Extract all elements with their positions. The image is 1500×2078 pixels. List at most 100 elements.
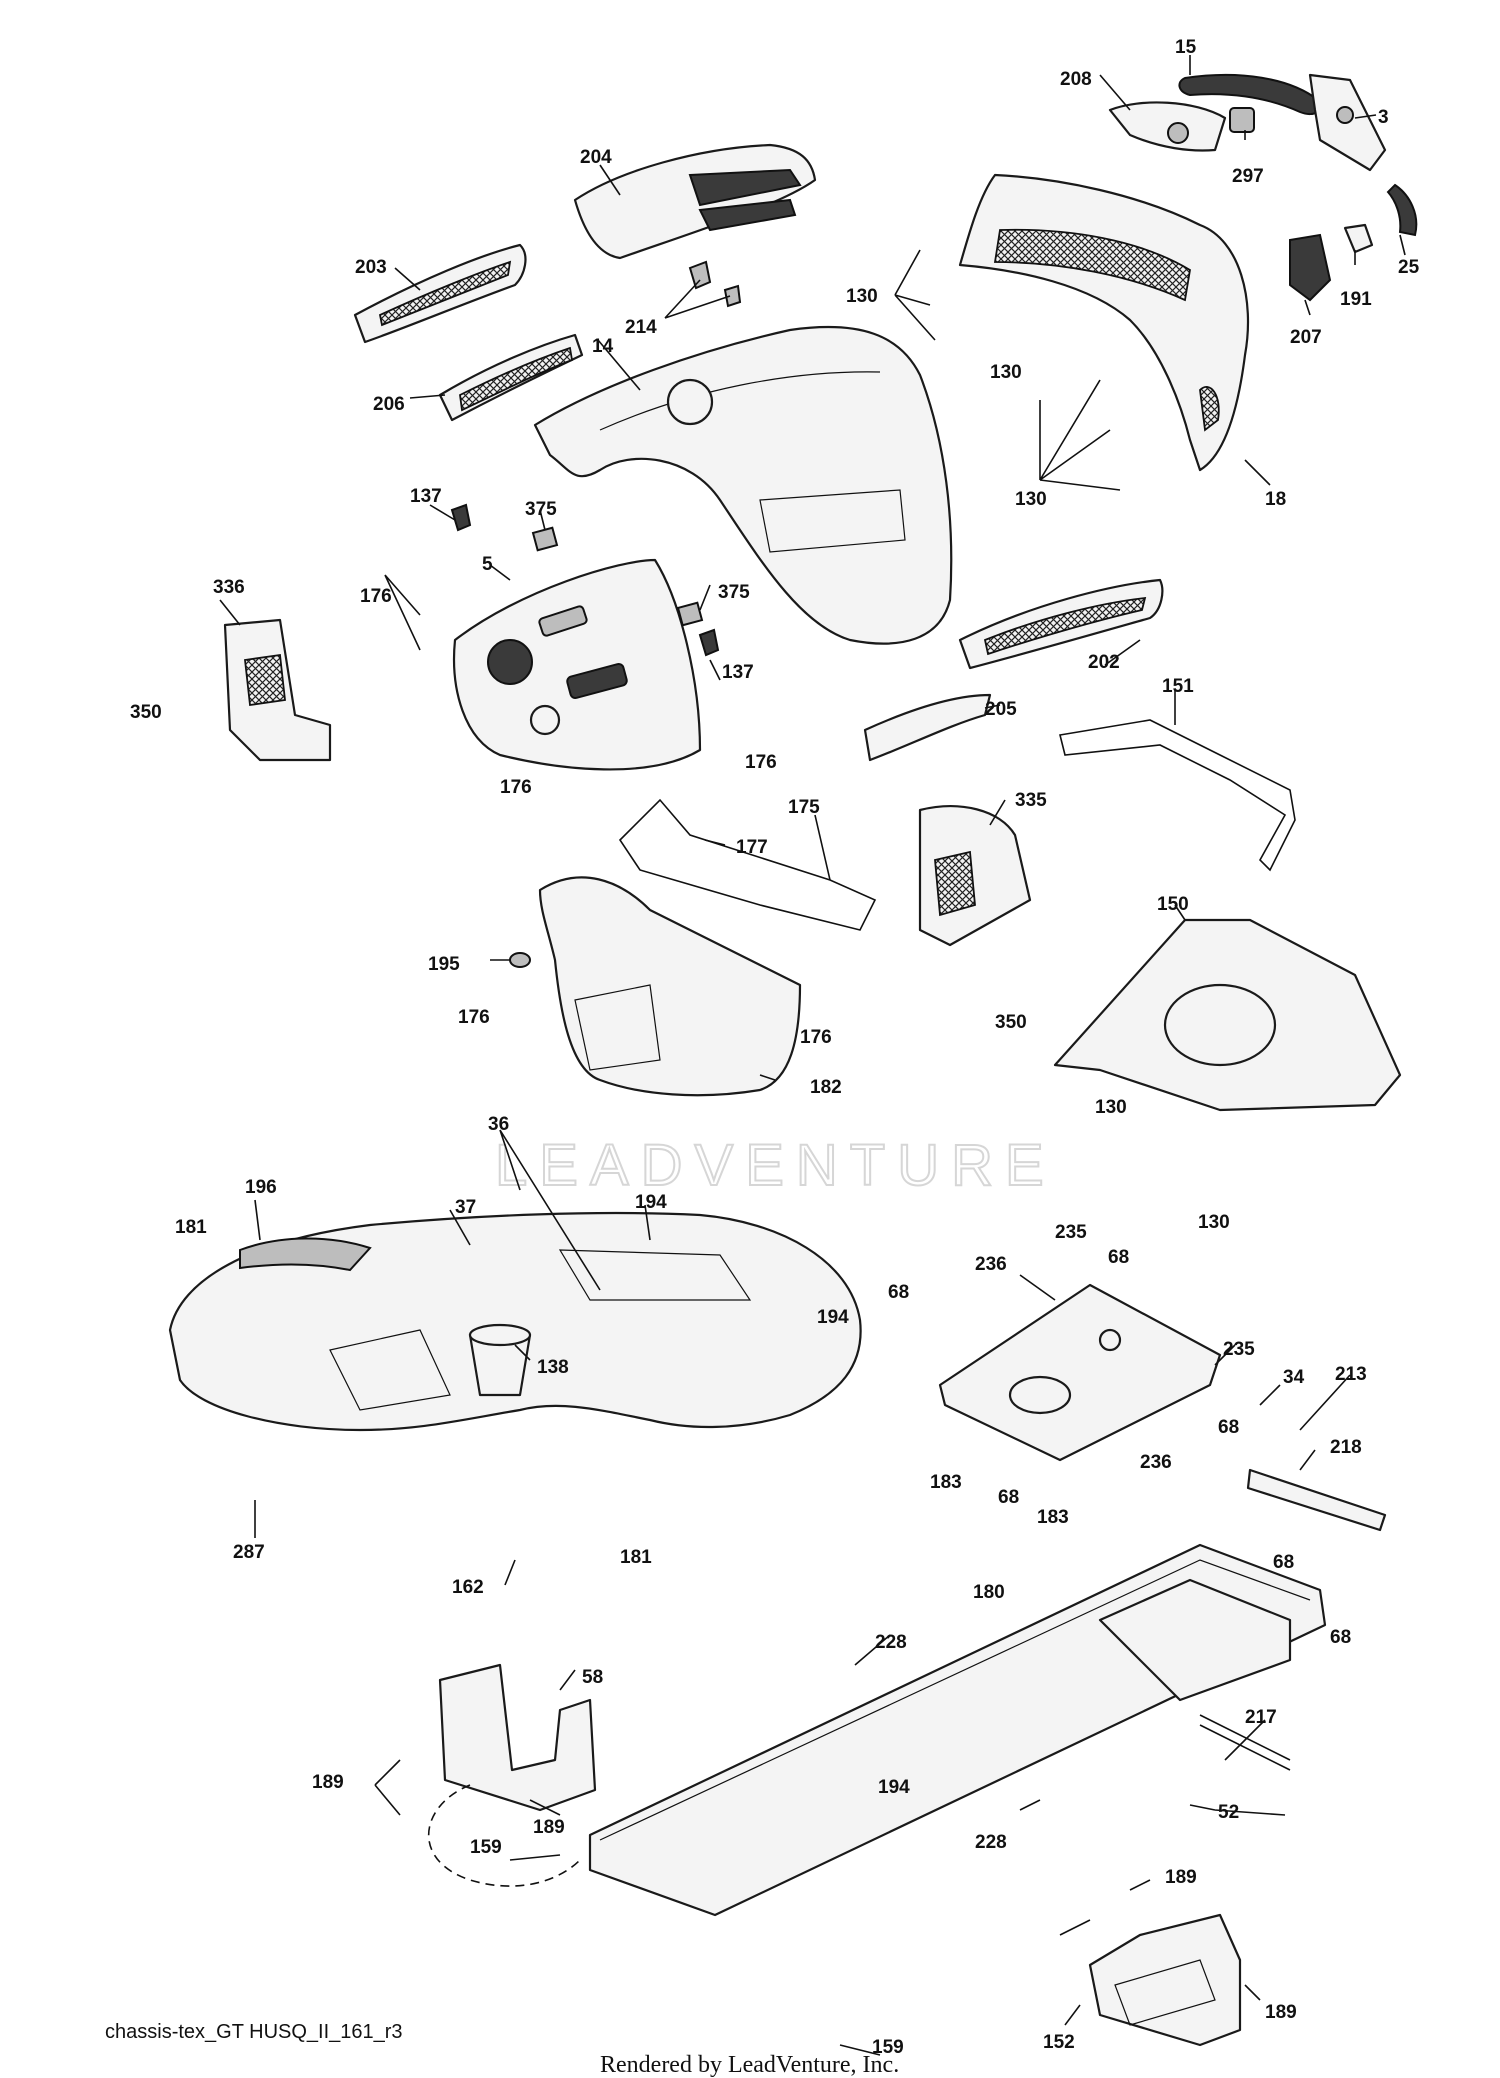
callout-37: 37 — [455, 1197, 476, 1218]
callout-130-a: 130 — [846, 286, 878, 307]
callout-217: 217 — [1245, 1707, 1277, 1728]
callout-151: 151 — [1162, 676, 1194, 697]
callout-335: 335 — [1015, 790, 1047, 811]
callout-130-c: 130 — [1015, 489, 1047, 510]
callout-159-a: 159 — [470, 1837, 502, 1858]
callout-297: 297 — [1232, 166, 1264, 187]
callout-137-a: 137 — [410, 486, 442, 507]
part-202-grille — [958, 578, 1164, 670]
callout-130-e: 130 — [1198, 1212, 1230, 1233]
callout-159-b: 159 — [872, 2037, 904, 2058]
callout-287: 287 — [233, 1542, 265, 1563]
callout-34: 34 — [1283, 1367, 1305, 1388]
callouts: 15 208 3 297 25 191 207 204 203 214 14 2… — [130, 37, 1420, 2058]
callout-183-a: 183 — [930, 1472, 962, 1493]
part-15-trim-strip — [1178, 73, 1322, 116]
part-150-deck-plate — [1053, 918, 1402, 1112]
callout-177: 177 — [736, 837, 768, 858]
callout-214: 214 — [625, 317, 657, 338]
callout-18: 18 — [1265, 489, 1286, 510]
callout-180: 180 — [973, 1582, 1005, 1603]
callout-68-c: 68 — [1218, 1417, 1239, 1438]
rendered-by-label: Rendered by LeadVenture, Inc. — [600, 2052, 899, 2078]
leader-lines — [219, 55, 1406, 2056]
callout-350-b: 350 — [995, 1012, 1027, 1033]
callout-194-b: 194 — [817, 1307, 849, 1328]
part-218-bracket — [1246, 1468, 1387, 1532]
part-137-clip — [450, 503, 720, 657]
callout-206: 206 — [373, 394, 405, 415]
part-214-clips — [688, 260, 742, 308]
part-196-pad — [239, 1237, 372, 1272]
part-58-bracket — [438, 1663, 597, 1812]
part-204-hood-panel — [573, 143, 817, 260]
callout-68-e: 68 — [1273, 1552, 1294, 1573]
callout-194-a: 194 — [635, 1192, 667, 1213]
callout-182: 182 — [810, 1077, 842, 1098]
callout-176-e: 176 — [800, 1027, 832, 1048]
callout-25: 25 — [1398, 257, 1420, 278]
part-175-bracket — [618, 798, 877, 931]
callout-5: 5 — [482, 554, 493, 575]
callout-235-a: 235 — [1055, 1222, 1087, 1243]
callout-52: 52 — [1218, 1802, 1239, 1823]
part-207-headlight-housing — [1289, 233, 1332, 302]
callout-68-f: 68 — [1330, 1627, 1351, 1648]
callout-203: 203 — [355, 257, 387, 278]
callout-213: 213 — [1335, 1364, 1367, 1385]
callout-189-a: 189 — [312, 1772, 344, 1793]
callout-235-b: 235 — [1223, 1339, 1255, 1360]
part-182-pedestal — [538, 876, 802, 1097]
part-375-tab — [531, 526, 704, 627]
part-25-side-trim — [1386, 183, 1418, 237]
callout-176-c: 176 — [500, 777, 532, 798]
callout-236-b: 236 — [1140, 1452, 1172, 1473]
callout-194-c: 194 — [878, 1777, 910, 1798]
part-18-front-bumper — [958, 173, 1250, 472]
part-217-rod — [1199, 1714, 1291, 1771]
callout-204: 204 — [580, 147, 612, 168]
part-191-clip — [1343, 223, 1374, 254]
watermark: LEADVENTURE — [495, 1133, 1056, 1198]
callout-350-a: 350 — [130, 702, 162, 723]
callout-176-b: 176 — [745, 752, 777, 773]
callout-181-b: 181 — [620, 1547, 652, 1568]
callout-189-c: 189 — [1165, 1867, 1197, 1888]
part-152-step — [1088, 1913, 1242, 2047]
callout-68-b: 68 — [888, 1282, 909, 1303]
part-206-side-vent — [438, 333, 584, 422]
diagram-id-label: chassis-tex_GT HUSQ_II_161_r3 — [105, 2021, 403, 2043]
part-34-seat-plate — [938, 1283, 1222, 1462]
callout-202: 202 — [1088, 652, 1120, 673]
part-336-side-cover — [223, 618, 332, 762]
callout-375-b: 375 — [718, 582, 750, 603]
callout-191: 191 — [1340, 289, 1372, 310]
callout-228-a: 228 — [875, 1632, 907, 1653]
callout-176-d: 176 — [458, 1007, 490, 1028]
callout-68-d: 68 — [998, 1487, 1019, 1508]
part-138-boot — [468, 1323, 532, 1397]
callout-195: 195 — [428, 954, 460, 975]
part-205-trim — [863, 693, 992, 762]
callout-150: 150 — [1157, 894, 1189, 915]
part-297-lamp — [1229, 107, 1255, 133]
callout-15: 15 — [1175, 37, 1197, 58]
callout-138: 138 — [537, 1357, 569, 1378]
callout-181-a: 181 — [175, 1217, 207, 1238]
callout-189-d: 189 — [1265, 2002, 1297, 2023]
callout-183-b: 183 — [1037, 1507, 1069, 1528]
callout-176-a: 176 — [360, 586, 392, 607]
callout-3: 3 — [1378, 107, 1389, 128]
callout-162: 162 — [452, 1577, 484, 1598]
callout-130-b: 130 — [990, 362, 1022, 383]
part-203-side-grille — [353, 243, 527, 344]
callout-175: 175 — [788, 797, 820, 818]
part-208-headlight-bezel — [1108, 101, 1227, 152]
part-195-plug — [509, 952, 531, 968]
callout-152: 152 — [1043, 2032, 1075, 2053]
callout-36: 36 — [488, 1114, 509, 1135]
callout-207: 207 — [1290, 327, 1322, 348]
callout-218: 218 — [1330, 1437, 1362, 1458]
part-5-dash-panel — [453, 558, 702, 771]
